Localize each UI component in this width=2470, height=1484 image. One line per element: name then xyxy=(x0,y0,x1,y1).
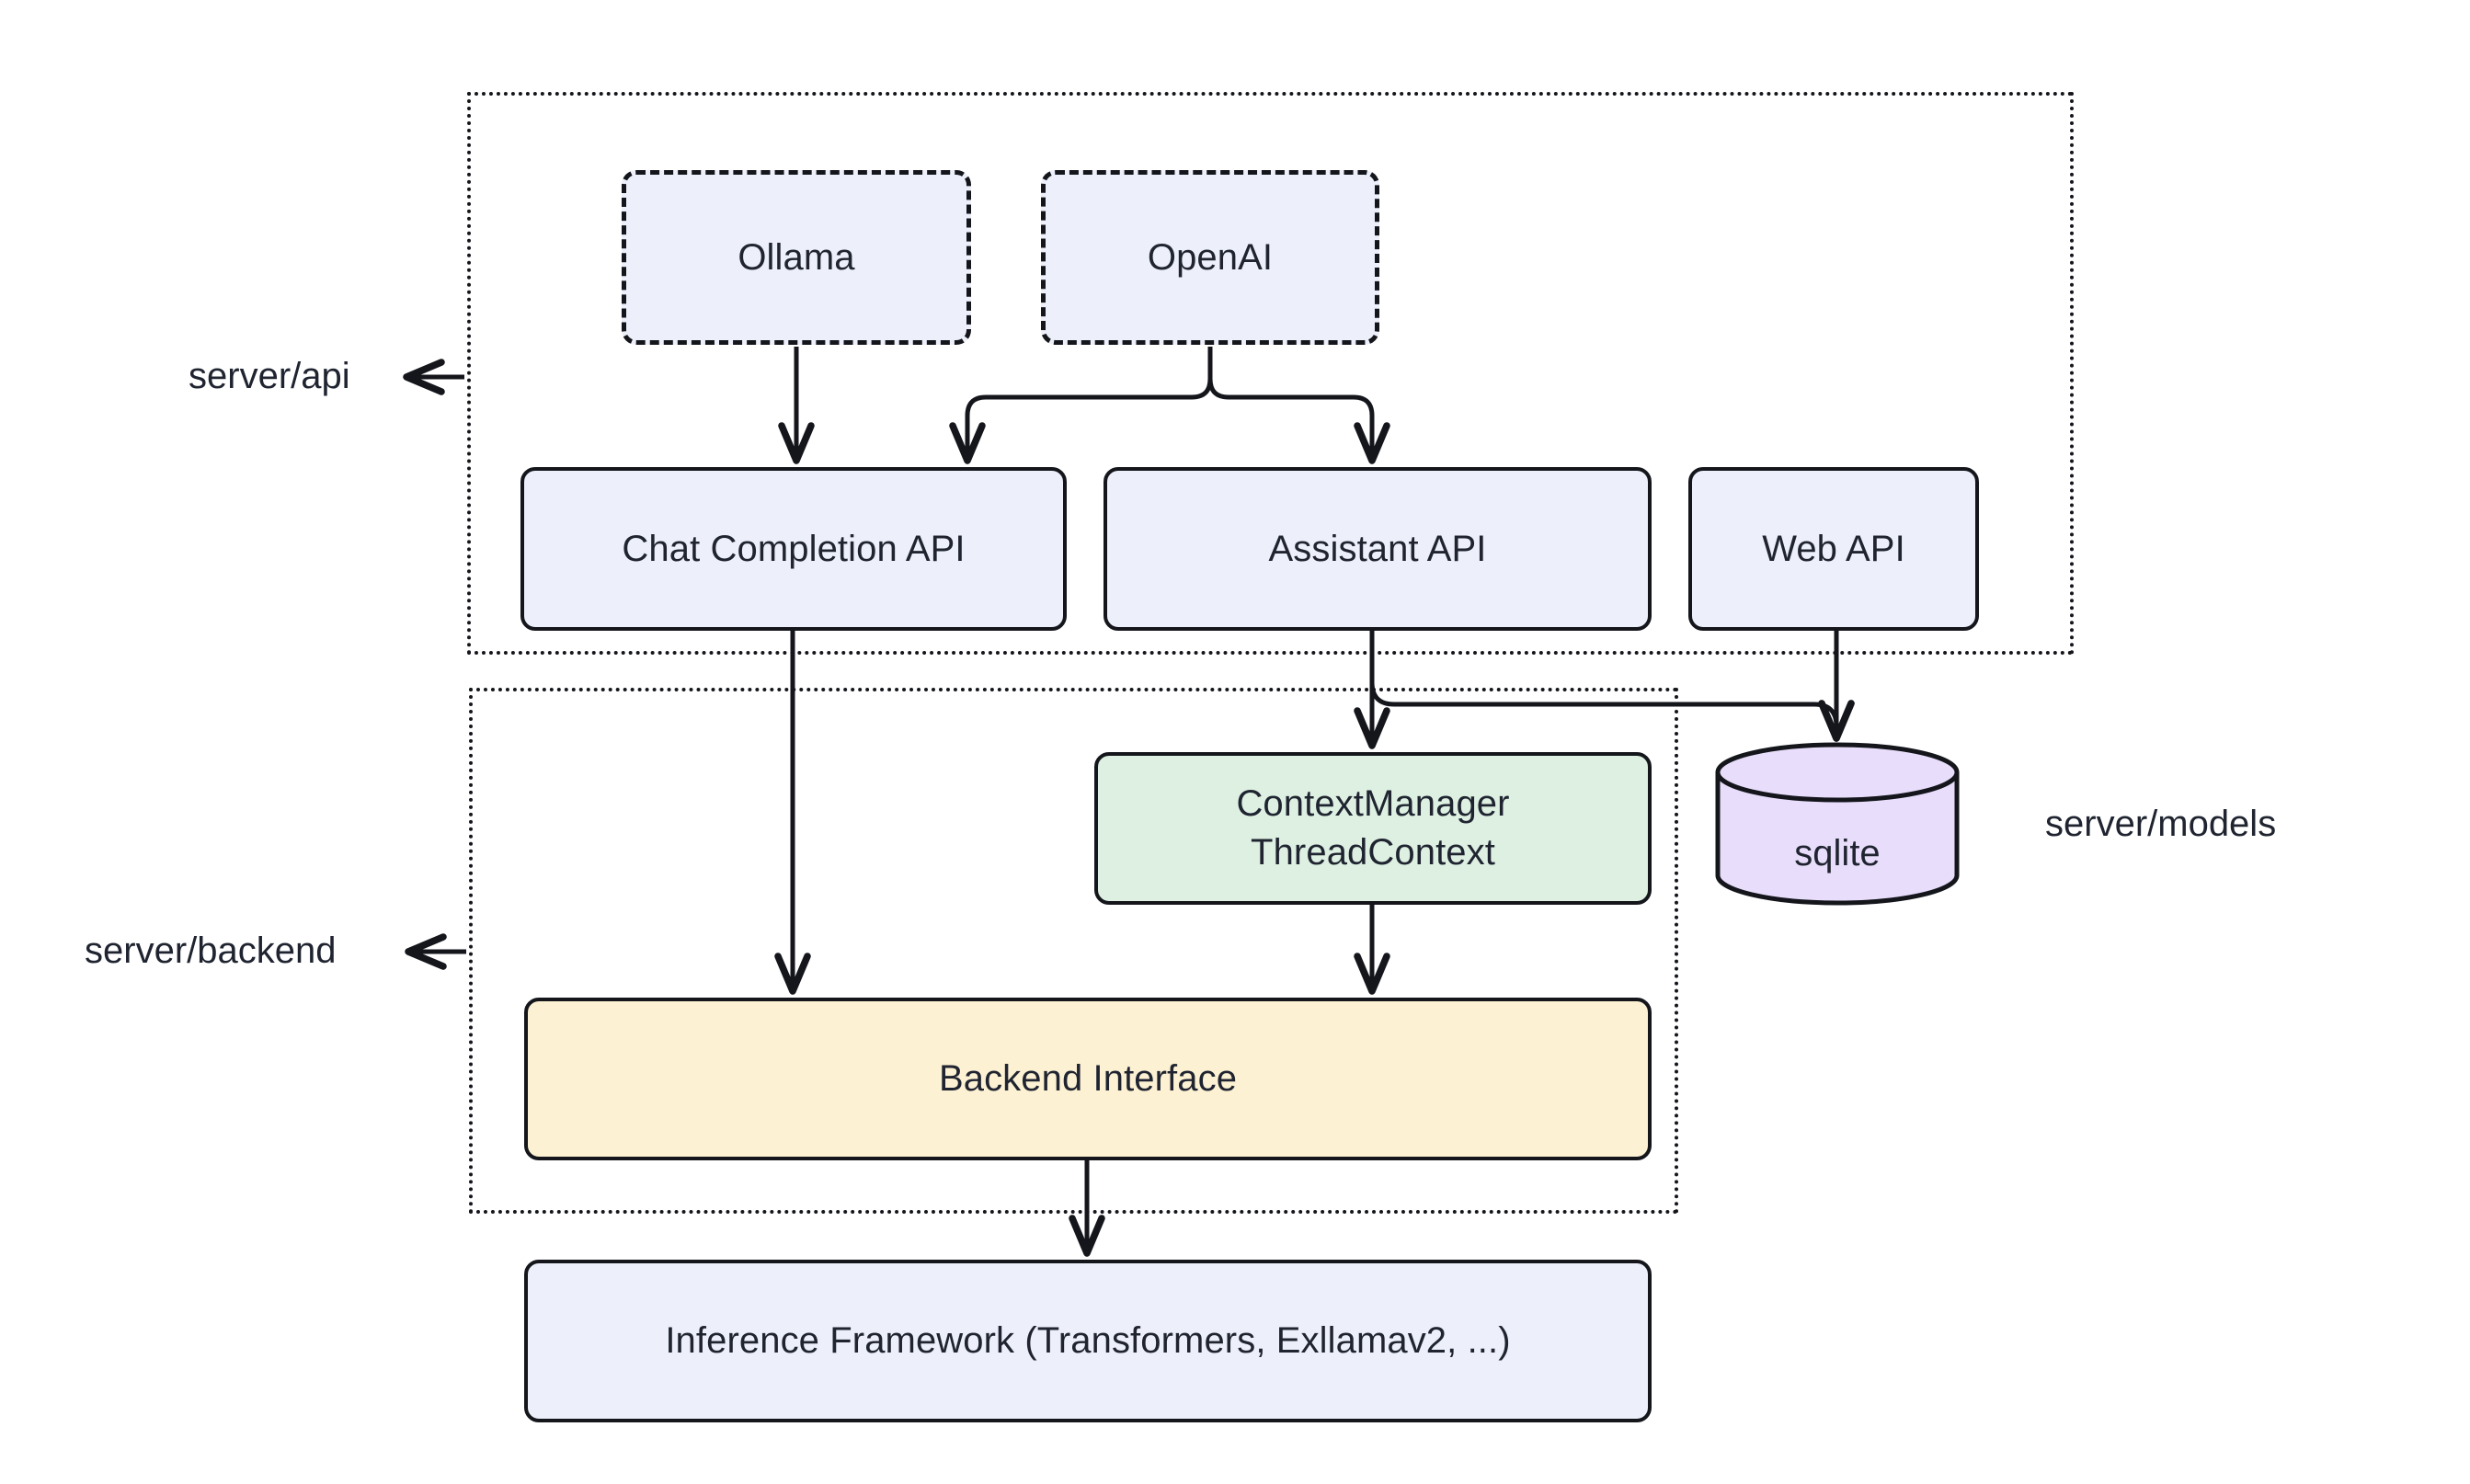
node-ollama[interactable]: Ollama xyxy=(622,170,971,345)
group-label-server-backend: server/backend xyxy=(85,930,337,971)
node-assistant-api[interactable]: Assistant API xyxy=(1103,467,1652,631)
node-chat-completion-api[interactable]: Chat Completion API xyxy=(520,467,1067,631)
group-server-backend xyxy=(469,688,1678,1214)
node-context-manager-label-line1: ContextManager xyxy=(1236,783,1510,825)
node-assistant-api-label: Assistant API xyxy=(1268,528,1487,569)
group-label-server-api: server/api xyxy=(189,356,350,396)
node-sqlite[interactable]: sqlite xyxy=(1712,741,1962,907)
edge-openai-to-assistant-api xyxy=(1207,347,1390,464)
node-openai[interactable]: OpenAI xyxy=(1041,170,1379,345)
node-web-api-label: Web API xyxy=(1762,528,1905,569)
side-label-server-models: server/models xyxy=(2045,804,2277,844)
node-backend-interface-label: Backend Interface xyxy=(938,1058,1238,1100)
node-context-manager[interactable]: ContextManager ThreadContext xyxy=(1094,752,1652,905)
node-chat-completion-api-label: Chat Completion API xyxy=(622,528,966,569)
node-inference-framework-label: Inference Framework (Transformers, Exlla… xyxy=(665,1320,1511,1362)
node-ollama-label: Ollama xyxy=(738,236,855,278)
group-server-api xyxy=(467,92,2074,655)
node-web-api[interactable]: Web API xyxy=(1688,467,1979,631)
node-openai-label: OpenAI xyxy=(1147,236,1274,278)
node-context-manager-label-line2: ThreadContext xyxy=(1251,832,1495,873)
cylinder-shape xyxy=(1715,742,1960,906)
node-inference-framework[interactable]: Inference Framework (Transformers, Exlla… xyxy=(524,1260,1652,1422)
node-backend-interface[interactable]: Backend Interface xyxy=(524,998,1652,1160)
